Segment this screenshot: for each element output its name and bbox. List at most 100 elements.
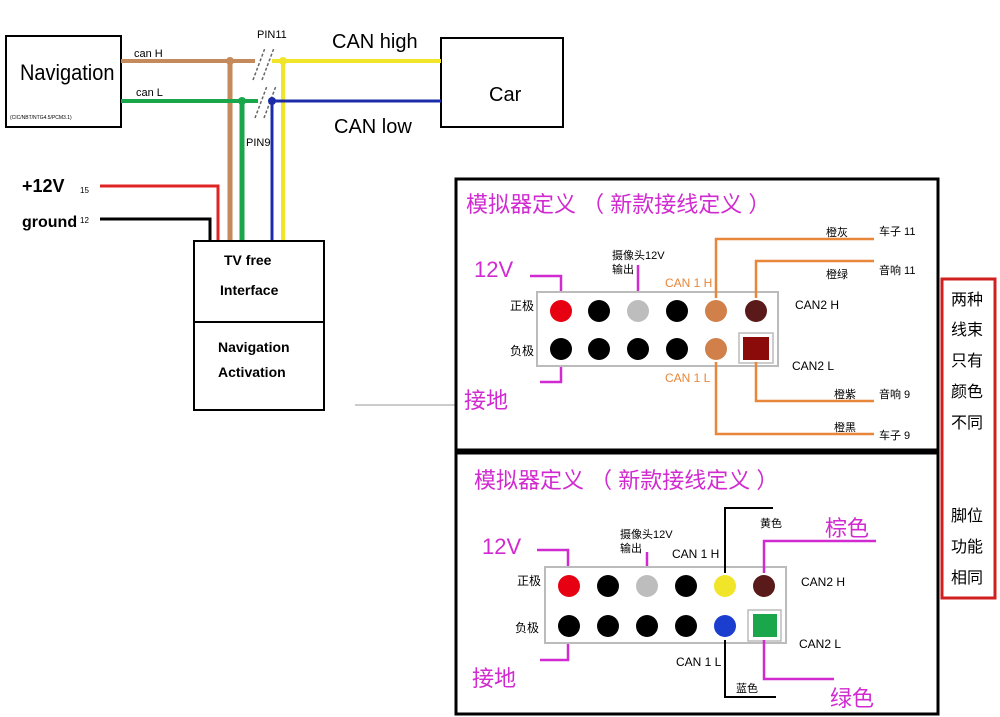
- panel-bottom-yellow-label: 黄色: [760, 516, 782, 530]
- panel-top-can2h: CAN2 H: [795, 298, 839, 312]
- panel-top-dest3: 音响 9: [879, 387, 910, 401]
- panel-bottom-brown-pointer: [762, 539, 876, 573]
- panel-top-pin-can1l: [705, 338, 727, 360]
- tv-free-interface-box: [193, 240, 325, 323]
- note-text: 两种 线束 只有 颜色 不同 脚位 功能 相同: [951, 291, 983, 587]
- panel-top-wire-orange-gray: [714, 237, 874, 298]
- panel-top-wire-orange-black: [714, 362, 874, 436]
- panel-top-pin: [666, 300, 688, 322]
- panel-bottom-pin-12v: [558, 575, 580, 597]
- panel-top-dest1: 车子 11: [879, 224, 915, 238]
- note-line: 相同: [951, 569, 983, 587]
- panel-bottom-12v-pointer: [537, 548, 570, 572]
- can-h-label: can H: [134, 48, 163, 60]
- panel-bottom-pos: 正极: [517, 574, 541, 588]
- panel-top-can2l: CAN2 L: [792, 359, 834, 373]
- pin9-label: PIN9: [246, 137, 270, 149]
- interface-line1: TV free: [224, 252, 272, 268]
- panel-top-pin-12v: [550, 300, 572, 322]
- panel-top-camera-line1: 摄像头12V: [612, 248, 665, 262]
- panel-top-wire-orange-purple: [754, 362, 874, 403]
- panel-bottom-pin: [597, 575, 619, 597]
- panel-top-12v-pointer: [530, 274, 563, 298]
- interface-line2: Interface: [220, 282, 279, 298]
- panel-bottom-brown-label: 棕色: [825, 516, 869, 541]
- pin11-break-mark-2: [261, 47, 275, 81]
- panel-bottom-pin-can2l: [753, 614, 777, 637]
- panel-bottom-12v-label: 12V: [482, 534, 521, 559]
- panel-top-pin: [588, 300, 610, 322]
- panel-bottom-pin-ground: [558, 615, 580, 637]
- panel-bottom-ground-pointer: [540, 638, 570, 662]
- v12-pin: 15: [80, 186, 89, 195]
- panel-top-pin-can2l: [743, 337, 769, 360]
- navigation-model: (CIC/NBT/NTG4.5/PCM3.1): [10, 115, 72, 121]
- panel-bottom-can2l: CAN2 L: [799, 637, 841, 651]
- panel-bottom-can1l: CAN 1 L: [676, 655, 722, 669]
- can-l-junction: [238, 97, 246, 105]
- panel-bottom-pin-camera: [636, 575, 658, 597]
- panel-top-pos: 正极: [510, 299, 534, 313]
- panel-bottom-camera-line1: 摄像头12V: [620, 527, 673, 541]
- panel-top-neg: 负极: [510, 344, 534, 358]
- pin11-break-mark: [252, 47, 266, 81]
- car-box: [440, 37, 564, 128]
- v12-wire: [100, 184, 220, 242]
- activation-line2: Activation: [218, 364, 286, 380]
- pin9-break-mark: [254, 85, 268, 119]
- panel-top-camera-line2: 输出: [612, 262, 634, 276]
- panel-top-wire-orange-black-label: 橙黑: [834, 420, 856, 434]
- note-line: 两种: [951, 291, 983, 309]
- can-low-label: CAN low: [334, 116, 412, 138]
- ground-pin: 12: [80, 216, 89, 225]
- panel-top-wire-orange-purple-label: 橙紫: [834, 387, 856, 401]
- panel-top-ground-pointer: [540, 360, 563, 384]
- can-l-label: can L: [136, 87, 163, 99]
- panel-top-can1l: CAN 1 L: [665, 371, 711, 385]
- v12-label: +12V: [22, 176, 65, 196]
- can-high-label: CAN high: [332, 31, 418, 53]
- ground-wire: [100, 217, 212, 242]
- note-line: 线束: [951, 321, 983, 339]
- panel-bottom-wire-yellow: [724, 507, 773, 573]
- panel-bottom-pin: [675, 575, 697, 597]
- panel-bottom-pin: [597, 615, 619, 637]
- panel-top-pin: [627, 338, 649, 360]
- panel-bottom-pin-can2h: [753, 575, 775, 597]
- panel-bottom-pin-can1l: [714, 615, 736, 637]
- panel-bottom-blue-label: 蓝色: [736, 681, 758, 695]
- note-line: 脚位: [951, 507, 983, 525]
- navigation-label: Navigation: [20, 61, 114, 85]
- car-label: Car: [489, 84, 522, 106]
- panel-top-pin-ground: [550, 338, 572, 360]
- ground-label: ground: [22, 214, 77, 231]
- panel-bottom-connector: [544, 566, 787, 644]
- can-high-junction: [279, 57, 287, 65]
- navigation-box: [5, 35, 122, 128]
- panel-top-pin-camera: [627, 300, 649, 322]
- panel-top-pin-can2h: [745, 300, 767, 322]
- panel-bottom-neg: 负极: [515, 621, 539, 635]
- panel-bottom-pin-can1h: [714, 575, 736, 597]
- panel-bottom-camera-line2: 输出: [620, 541, 642, 555]
- panel-top-can1h: CAN 1 H: [665, 276, 712, 290]
- panel-top-wire-orange-gray-label: 橙灰: [826, 225, 848, 239]
- panel-top-connector: [536, 291, 779, 367]
- panel-top-pin: [588, 338, 610, 360]
- note-box: [940, 277, 997, 600]
- panel-bottom-green-label: 绿色: [830, 686, 874, 711]
- panel-bottom-can1h: CAN 1 H: [672, 547, 719, 561]
- panel-top-wire-orange-green: [754, 259, 874, 298]
- activation-line1: Navigation: [218, 339, 290, 355]
- panel-top-ground-label: 接地: [464, 388, 508, 413]
- panel-bottom-pin: [675, 615, 697, 637]
- panel-top-title: 模拟器定义 （ 新款接线定义 ）: [466, 192, 770, 217]
- panel-top-dest2: 音响 11: [879, 263, 915, 277]
- panel-bottom-pin: [636, 615, 658, 637]
- note-line: 功能: [951, 538, 983, 556]
- panel-bottom-green-pointer: [762, 640, 834, 681]
- can-h-junction: [226, 57, 234, 65]
- panel-bottom-wire-blue: [724, 640, 776, 698]
- panel-bottom-can2h: CAN2 H: [801, 575, 845, 589]
